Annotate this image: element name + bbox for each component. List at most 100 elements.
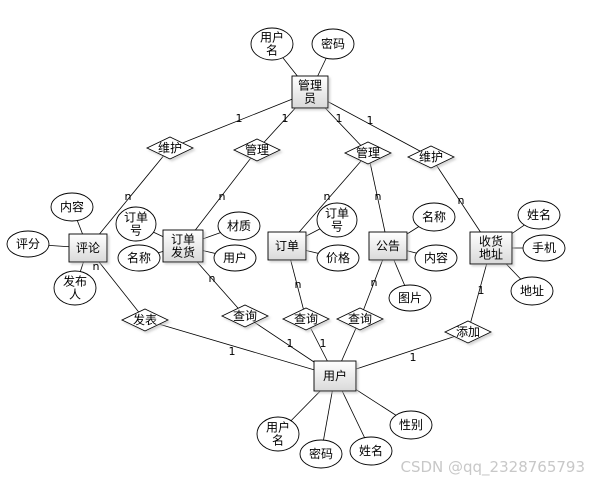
- watermark: CSDN @qq_2328765793: [400, 458, 585, 477]
- relationship-label: 查询: [233, 309, 257, 323]
- entity-label: 员: [304, 92, 316, 106]
- edge-r_maintain1-comment: [87, 147, 171, 249]
- relationship-r_maintain1: 维护: [145, 136, 195, 160]
- entity-label: 用户: [323, 368, 347, 383]
- attribute-ellipse: [311, 28, 355, 60]
- attribute-ellipse: [256, 416, 300, 452]
- entity-box: [313, 360, 357, 392]
- entity-label: 订单: [275, 239, 299, 253]
- attribute-a_name: 姓名: [517, 200, 561, 230]
- attribute-label: 内容: [424, 250, 448, 265]
- relationship-diamond: [335, 307, 385, 331]
- attribute-ellipse: [213, 244, 257, 272]
- attribute-s_name: 名称: [117, 244, 161, 272]
- cardinality-c1: 1: [236, 112, 243, 125]
- relationship-label: 添加: [456, 325, 480, 339]
- cardinality-c13: n: [371, 276, 378, 289]
- edge-admin-r_maintain1: [169, 91, 311, 149]
- entity-label: 公告: [376, 239, 400, 253]
- attribute-ellipse: [517, 200, 561, 230]
- attribute-ellipse: [115, 206, 157, 242]
- cardinality-c18: 1: [410, 351, 417, 364]
- attribute-label: 评分: [16, 237, 40, 251]
- entity-box: [68, 233, 108, 263]
- attribute-ellipse: [388, 284, 432, 312]
- relationship-diamond: [220, 304, 270, 328]
- cardinality-c12: n: [295, 278, 302, 291]
- relationship-label: 管理: [356, 145, 380, 160]
- entity-notice: 公告: [368, 231, 408, 261]
- attribute-c_score: 评分: [6, 230, 50, 258]
- relationship-r_add: 添加: [443, 320, 493, 344]
- attribute-label: 密码: [309, 446, 333, 461]
- attribute-ellipse: [522, 234, 566, 262]
- edge-r_manage2-order: [286, 152, 369, 247]
- relationship-diamond: [406, 145, 456, 169]
- attribute-label: 名: [272, 433, 284, 448]
- entity-label: 地址: [479, 248, 503, 262]
- attribute-u_name: 姓名: [349, 436, 393, 466]
- entity-box: [267, 231, 307, 261]
- relationship-label: 维护: [158, 141, 182, 155]
- relationship-diamond: [232, 138, 282, 162]
- attribute-a_phone: 手机: [522, 234, 566, 262]
- cardinality-c16: 1: [287, 337, 294, 350]
- attribute-n_pic: 图片: [388, 284, 432, 312]
- relationship-diamond: [281, 307, 331, 331]
- attribute-ellipse: [6, 230, 50, 258]
- attribute-label: 用户: [223, 250, 247, 265]
- relationship-r_manage2: 管理: [343, 141, 393, 165]
- attribute-ellipse: [412, 202, 456, 232]
- attribute-label: 价格: [326, 250, 350, 265]
- cardinality-c6: n: [219, 190, 226, 203]
- relationship-r_publish: 发表: [120, 308, 170, 332]
- relationship-label: 发表: [133, 312, 157, 327]
- cardinality-c17: 1: [320, 337, 327, 350]
- attribute-a_addr: 地址: [510, 276, 554, 306]
- entity-label: 收货: [479, 234, 503, 249]
- attribute-ellipse: [299, 439, 343, 469]
- attribute-label: 名称: [127, 250, 151, 265]
- attribute-label: 材质: [227, 219, 251, 233]
- cardinality-c4: 1: [367, 114, 374, 127]
- relationship-label: 维护: [419, 150, 443, 164]
- entity-box: [469, 231, 513, 265]
- entity-label: 评论: [76, 241, 100, 255]
- relationship-r_query3: 查询: [335, 307, 385, 331]
- attribute-label: 地址: [520, 284, 544, 298]
- attribute-u_user: 用户名: [256, 416, 300, 452]
- attribute-ellipse: [414, 244, 458, 272]
- attribute-label: 图片: [398, 291, 422, 305]
- edge-admin-r_maintain2: [309, 91, 432, 158]
- relationship-diamond: [343, 141, 393, 165]
- attribute-label: 订单: [124, 211, 148, 225]
- attribute-label: 订单: [325, 207, 349, 221]
- cardinality-c14: 1: [478, 284, 485, 297]
- relationship-diamond: [145, 136, 195, 160]
- attribute-label: 姓名: [527, 207, 551, 222]
- attribute-admin_pwd: 密码: [311, 28, 355, 60]
- edge-r_add-user: [334, 331, 469, 377]
- entity-box: [162, 229, 204, 263]
- relationship-label: 查询: [348, 312, 372, 326]
- attribute-label: 名称: [422, 209, 446, 224]
- cardinality-c9: n: [458, 194, 465, 207]
- entity-user: 用户: [313, 360, 357, 392]
- cardinality-c2: 1: [282, 112, 289, 125]
- attribute-label: 人: [69, 288, 81, 302]
- attribute-label: 号: [130, 224, 142, 238]
- attribute-label: 名: [266, 43, 278, 58]
- attribute-label: 内容: [60, 199, 84, 214]
- attribute-label: 手机: [532, 241, 556, 255]
- entity-label: 订单: [171, 233, 195, 247]
- attribute-label: 用户: [266, 420, 290, 435]
- attribute-ellipse: [349, 436, 393, 466]
- attribute-ellipse: [510, 276, 554, 306]
- attribute-u_pwd: 密码: [299, 439, 343, 469]
- attribute-ellipse: [50, 192, 94, 222]
- cardinality-c3: 1: [336, 112, 343, 125]
- entity-box: [291, 75, 329, 109]
- attribute-u_gender: 性别: [389, 410, 433, 440]
